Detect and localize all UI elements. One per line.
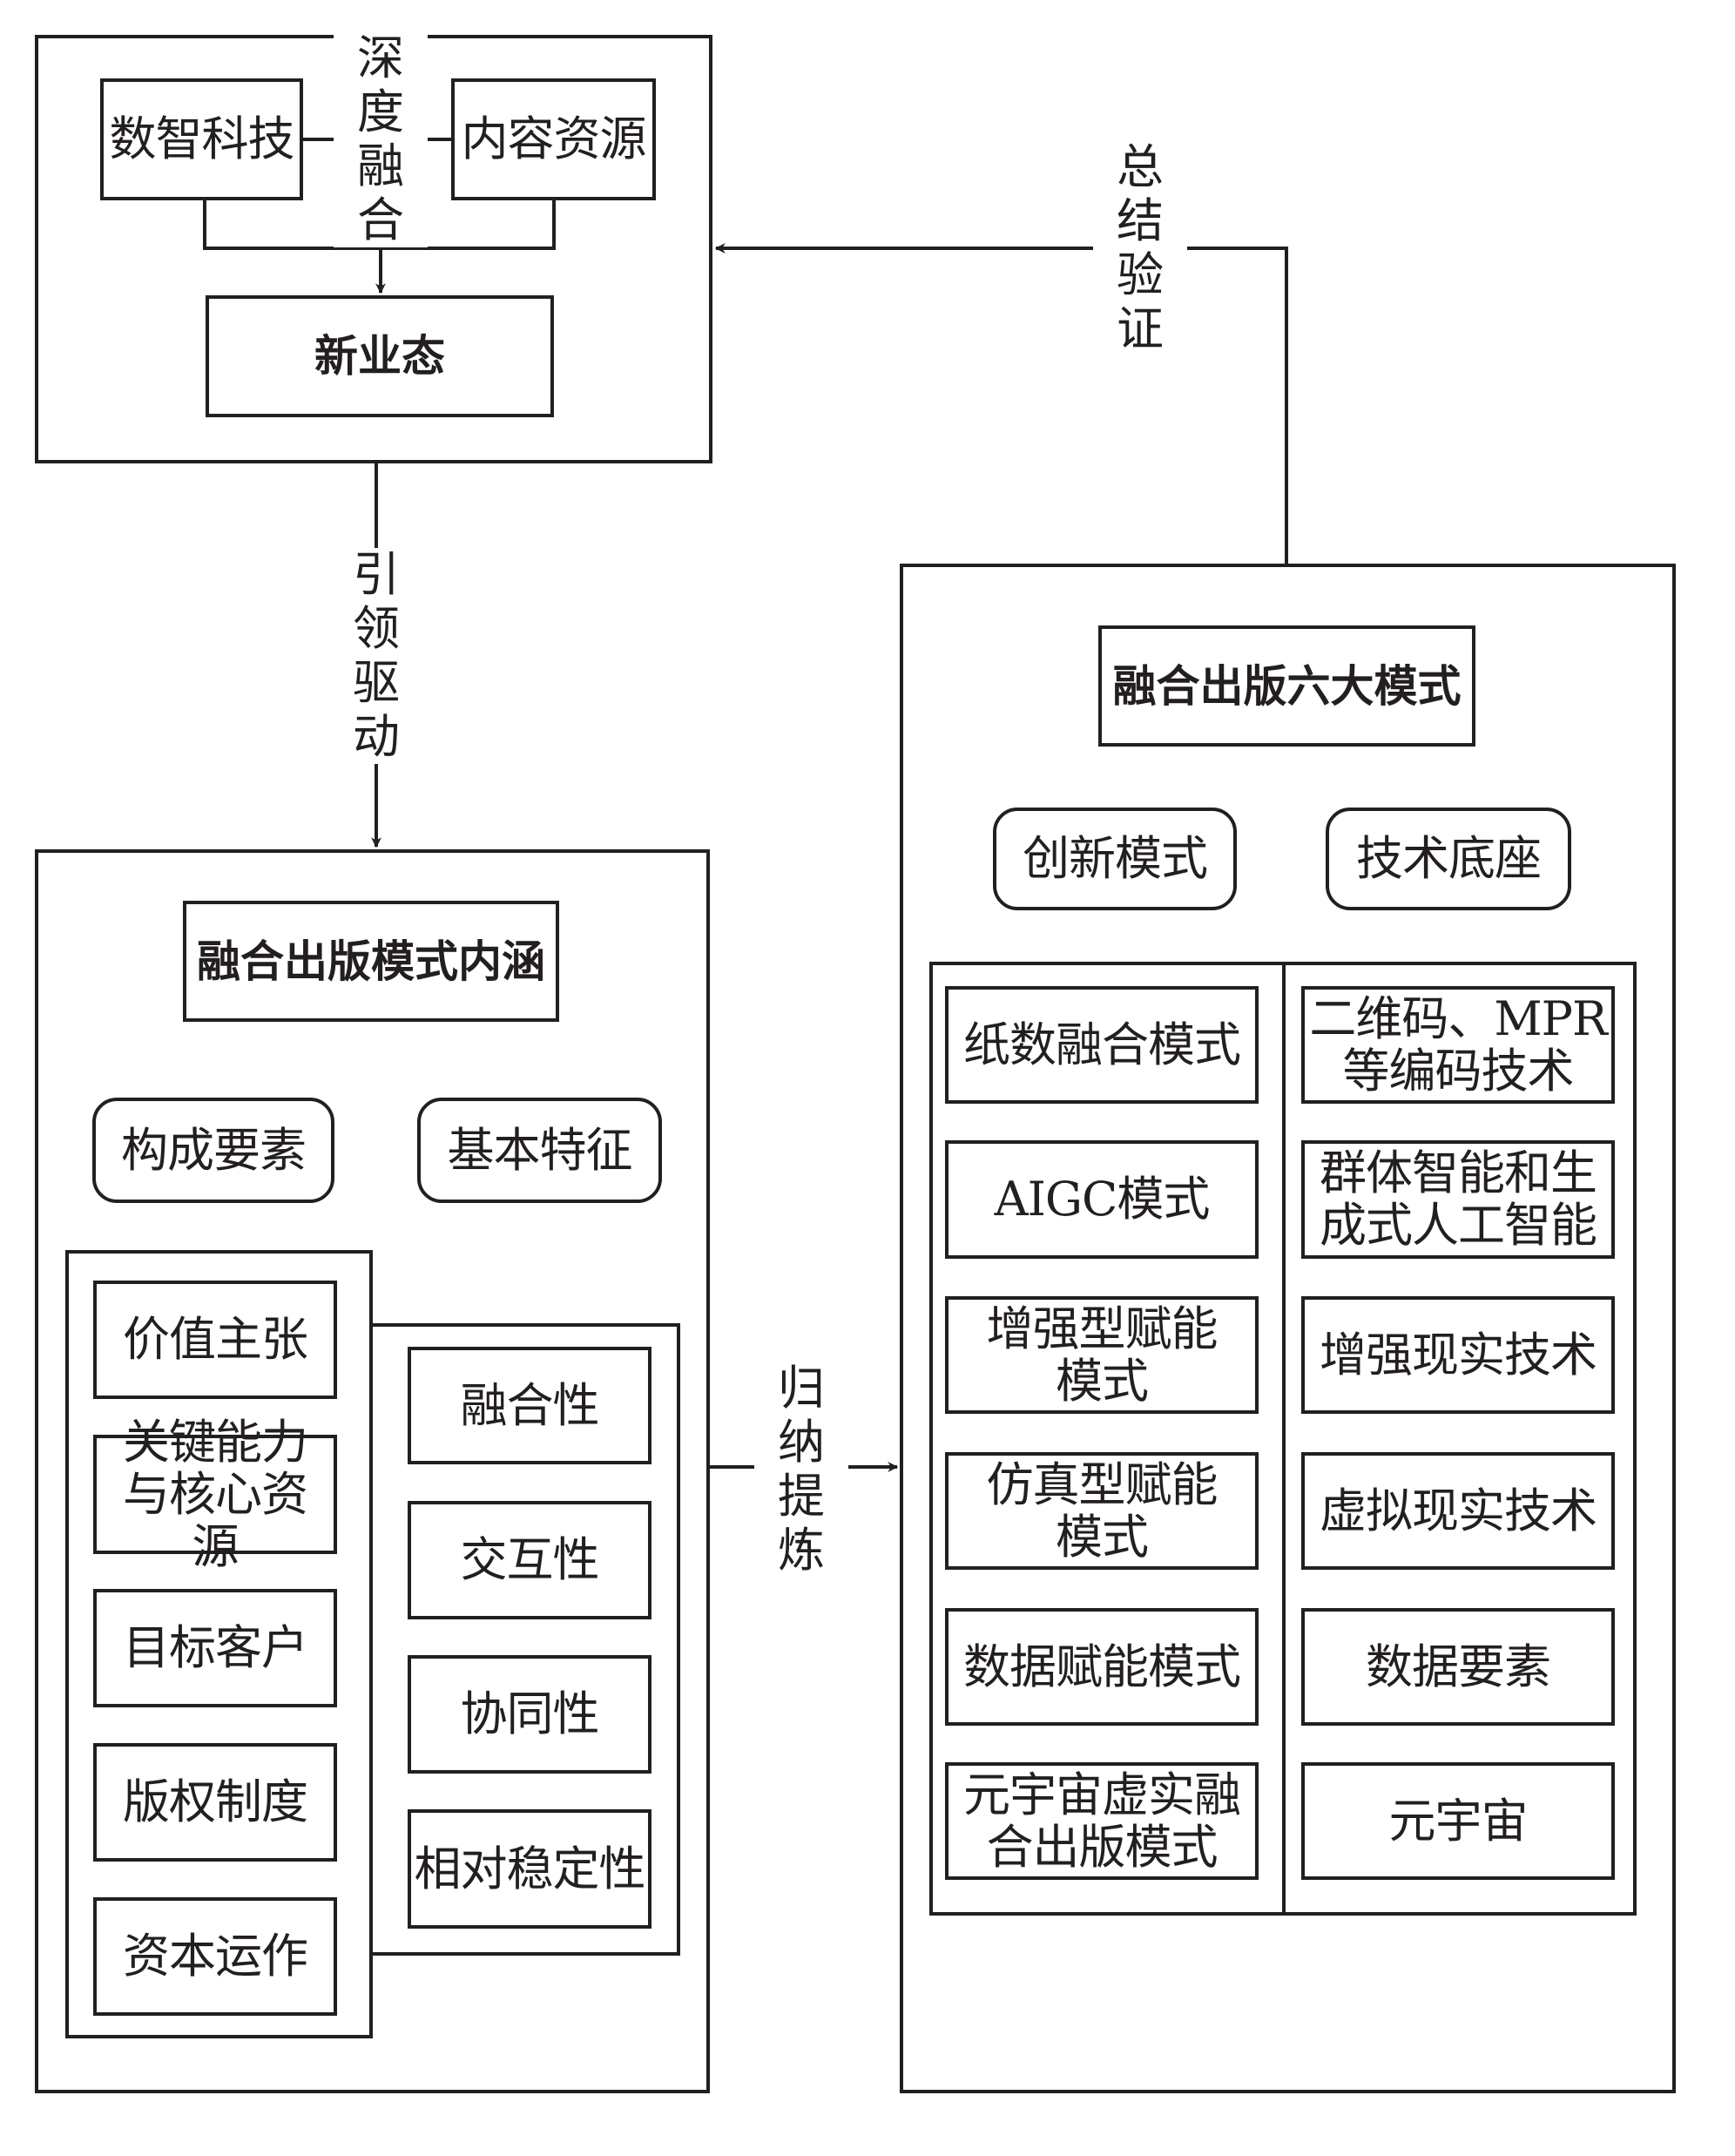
feature-item: 协同性 — [408, 1655, 651, 1774]
content-resource-box: 内容资源 — [451, 78, 656, 200]
feature-item: 相对稳定性 — [408, 1809, 651, 1929]
mode-item: 增强型赋能模式 — [945, 1296, 1259, 1414]
modes-grid-divider — [1282, 962, 1286, 1916]
mode-item: AIGC模式 — [945, 1140, 1259, 1259]
induce-refine-label: 归纳提炼 — [754, 1362, 848, 1578]
element-item: 版权制度 — [93, 1743, 337, 1862]
technology-item: 增强现实技术 — [1301, 1296, 1615, 1414]
right-to-top-connector — [1185, 247, 1288, 564]
technology-item: 虚拟现实技术 — [1301, 1452, 1615, 1570]
left-panel-frame — [35, 849, 710, 2093]
right-panel-frame — [900, 564, 1676, 2093]
mode-item: 仿真型赋能模式 — [945, 1452, 1259, 1570]
right-panel-title: 融合出版六大模式 — [1098, 625, 1475, 747]
mode-item: 纸数融合模式 — [945, 986, 1259, 1104]
technology-item: 元宇宙 — [1301, 1762, 1615, 1880]
left-panel-title: 融合出版模式内涵 — [183, 901, 559, 1022]
summarize-verify-label: 总结验证 — [1093, 140, 1187, 356]
content-resource-label: 内容资源 — [461, 112, 647, 166]
elements-group-label: 构成要素 — [92, 1098, 334, 1203]
tech-base-label: 技术底座 — [1326, 808, 1571, 910]
innovation-modes-label: 创新模式 — [993, 808, 1237, 910]
technology-item: 二维码、MPR等编码技术 — [1301, 986, 1615, 1104]
element-item: 关键能力与核心资源 — [93, 1416, 337, 1572]
lead-drive-label: 引领驱动 — [329, 548, 423, 764]
digital-tech-label: 数智科技 — [109, 112, 295, 166]
element-item: 目标客户 — [93, 1589, 337, 1707]
feature-item: 交互性 — [408, 1501, 651, 1619]
technology-item: 数据要素 — [1301, 1608, 1615, 1726]
new-business-label: 新业态 — [314, 331, 445, 382]
new-business-box: 新业态 — [206, 295, 554, 417]
digital-tech-box: 数智科技 — [100, 78, 303, 200]
element-item: 价值主张 — [93, 1281, 337, 1399]
deep-fusion-label: 深度融合 — [334, 31, 428, 247]
feature-item: 融合性 — [408, 1347, 651, 1464]
technology-item: 群体智能和生成式人工智能 — [1301, 1140, 1615, 1259]
mode-item: 数据赋能模式 — [945, 1608, 1259, 1726]
mode-item: 元宇宙虚实融合出版模式 — [945, 1762, 1259, 1880]
element-item: 资本运作 — [93, 1897, 337, 2016]
features-group-label: 基本特征 — [417, 1098, 662, 1203]
